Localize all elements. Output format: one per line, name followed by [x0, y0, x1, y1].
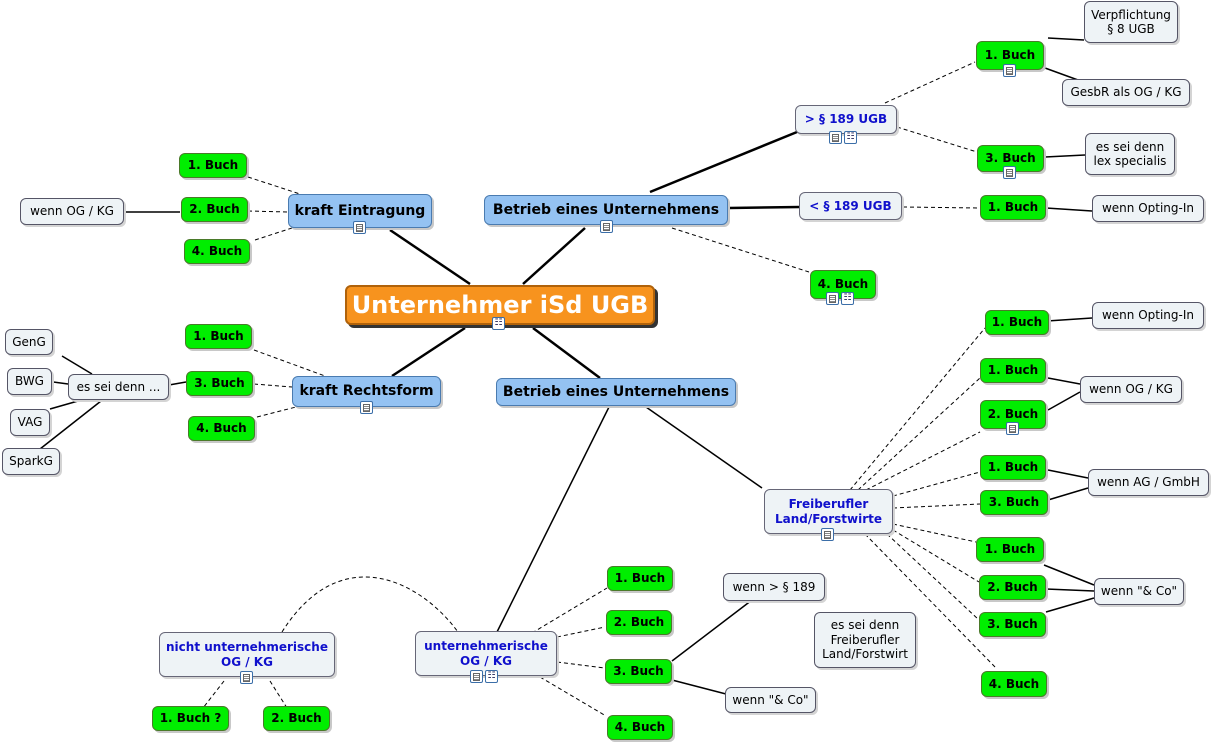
- leaf-kr-buch1[interactable]: 1. Buch: [185, 324, 252, 349]
- gt-buch3-icons: [1003, 166, 1016, 179]
- note-icon[interactable]: [1003, 64, 1016, 77]
- note-es-sei-denn[interactable]: es sei denn ...: [68, 374, 169, 400]
- link-icon[interactable]: ☷: [485, 670, 498, 683]
- leaf-u-buch4[interactable]: 4. Buch: [607, 715, 673, 740]
- leaf-kr-buch3[interactable]: 3. Buch: [186, 371, 253, 396]
- note-lt-opting[interactable]: wenn Opting-In: [1092, 195, 1204, 222]
- note-icon[interactable]: [353, 221, 366, 234]
- link-icon[interactable]: ☷: [492, 317, 505, 330]
- subtopic-nicht-unternehmerisch[interactable]: nicht unternehmerische OG / KG: [159, 632, 335, 677]
- kraft-eintragung-icons: [353, 221, 366, 234]
- gt189-icons: ☷: [829, 131, 857, 144]
- leaf-bt-buch4[interactable]: 4. Buch: [810, 270, 876, 299]
- leaf-ke-buch4[interactable]: 4. Buch: [184, 239, 250, 264]
- note-icon[interactable]: [360, 401, 373, 414]
- note-gesbr[interactable]: GesbR als OG / KG: [1062, 79, 1190, 106]
- nicht-unternehmerisch-icons: [240, 671, 253, 684]
- betrieb-top-icons: [600, 220, 613, 233]
- leaf-fb-buch1c[interactable]: 1. Buch: [980, 455, 1046, 480]
- leaf-lt-buch1[interactable]: 1. Buch: [980, 195, 1046, 220]
- leaf-u-buch3[interactable]: 3. Buch: [605, 659, 672, 684]
- subtopic-unternehmerisch[interactable]: unternehmerische OG / KG: [415, 631, 557, 676]
- subtopic-lt189[interactable]: < § 189 UGB: [799, 192, 902, 220]
- leaf-fb-buch2b[interactable]: 2. Buch: [979, 575, 1046, 600]
- note-icon[interactable]: [1006, 422, 1019, 435]
- note-fb-co[interactable]: wenn "& Co": [1094, 578, 1184, 605]
- unternehmerisch-icons: ☷: [470, 670, 498, 683]
- note-icon[interactable]: [470, 670, 483, 683]
- leaf-fb-buch3a[interactable]: 3. Buch: [980, 490, 1048, 515]
- note-u-co[interactable]: wenn "& Co": [725, 687, 816, 713]
- leaf-fb-buch4[interactable]: 4. Buch: [981, 671, 1047, 697]
- gt-buch1-icons: [1003, 64, 1016, 77]
- note-icon[interactable]: [600, 220, 613, 233]
- note-icon[interactable]: [240, 671, 253, 684]
- fb-buch2-icons: [1006, 422, 1019, 435]
- note-icon[interactable]: [821, 528, 834, 541]
- kraft-rechtsform-icons: [360, 401, 373, 414]
- central-icons: ☷: [492, 317, 505, 330]
- note-fb-opting[interactable]: wenn Opting-In: [1092, 302, 1204, 329]
- note-ke-wenn-og-kg[interactable]: wenn OG / KG: [20, 198, 124, 225]
- leaf-u-buch2[interactable]: 2. Buch: [606, 610, 672, 635]
- note-u-freiberufler[interactable]: es sei denn Freiberufler Land/Forstwirt: [814, 612, 916, 668]
- note-verpflichtung[interactable]: Verpflichtung § 8 UGB: [1084, 1, 1178, 43]
- leaf-kr-buch4[interactable]: 4. Buch: [188, 416, 255, 441]
- note-vag[interactable]: VAG: [10, 409, 50, 436]
- note-icon[interactable]: [829, 131, 842, 144]
- link-icon[interactable]: ☷: [841, 292, 854, 305]
- note-fb-og-kg[interactable]: wenn OG / KG: [1080, 376, 1182, 403]
- leaf-u-buch1[interactable]: 1. Buch: [607, 566, 673, 591]
- link-icon[interactable]: ☷: [844, 131, 857, 144]
- note-geng[interactable]: GenG: [5, 329, 53, 355]
- leaf-fb-buch1b[interactable]: 1. Buch: [980, 358, 1046, 383]
- leaf-ke-buch2[interactable]: 2. Buch: [181, 197, 248, 222]
- note-lex-specialis[interactable]: es sei denn lex specialis: [1085, 133, 1175, 175]
- freiberufler-icons: [821, 528, 834, 541]
- subtopic-freiberufler[interactable]: Freiberufler Land/Forstwirte: [764, 489, 893, 534]
- leaf-fb-buch1d[interactable]: 1. Buch: [976, 537, 1044, 562]
- note-fb-ag[interactable]: wenn AG / GmbH: [1088, 469, 1209, 496]
- note-bwg[interactable]: BWG: [7, 368, 52, 395]
- note-icon[interactable]: [1003, 166, 1016, 179]
- note-sparkg[interactable]: SparkG: [2, 448, 60, 475]
- topic-betrieb-bottom[interactable]: Betrieb eines Unternehmens: [496, 378, 736, 406]
- leaf-nu-buch1[interactable]: 1. Buch ?: [152, 706, 229, 731]
- leaf-fb-buch1a[interactable]: 1. Buch: [985, 310, 1049, 335]
- leaf-fb-buch3b[interactable]: 3. Buch: [979, 612, 1046, 637]
- bt-buch4-icons: ☷: [826, 292, 854, 305]
- subtopic-gt189[interactable]: > § 189 UGB: [795, 105, 897, 134]
- note-u-gt189[interactable]: wenn > § 189: [723, 573, 825, 601]
- leaf-ke-buch1[interactable]: 1. Buch: [179, 153, 247, 178]
- leaf-nu-buch2[interactable]: 2. Buch: [263, 706, 330, 731]
- note-icon[interactable]: [826, 292, 839, 305]
